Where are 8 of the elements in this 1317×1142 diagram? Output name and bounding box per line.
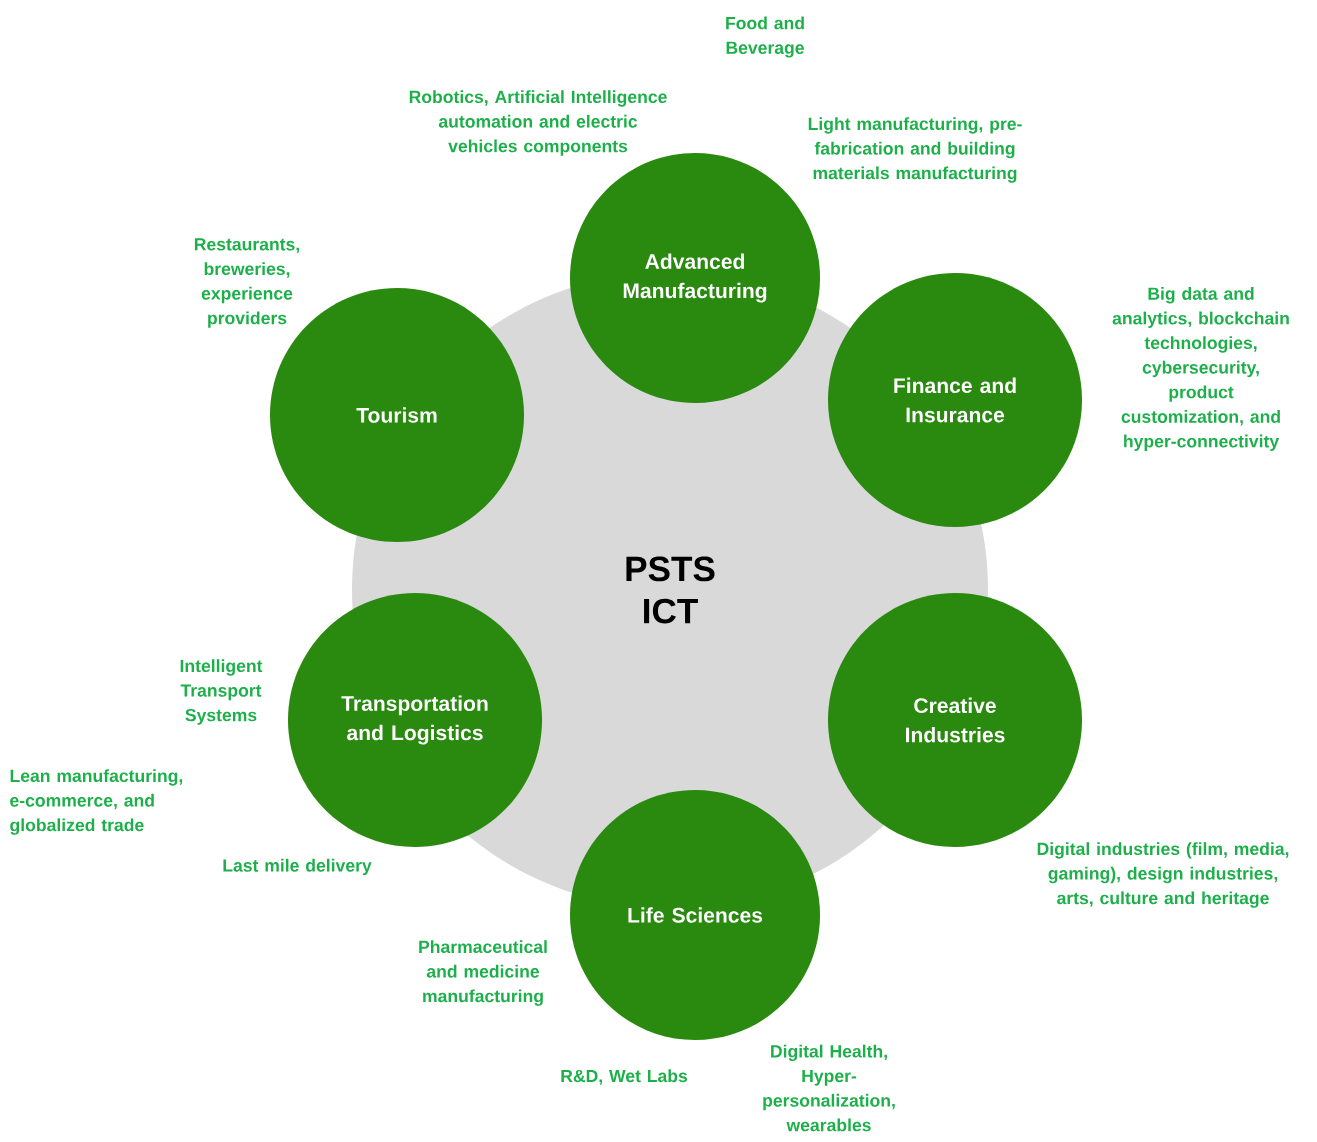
annotation-text: Digital Health, Hyper-personalization, wearables xyxy=(763,1044,895,1132)
annotation-text: Intelligent Transport Systems xyxy=(180,659,263,725)
annotation-text: R&D, Wet Labs xyxy=(561,1069,688,1085)
annotation-text: Big data and analytics, blockchain technologies, cybersecurity, product customization, and hyper-connectivity xyxy=(1112,287,1289,451)
annotation-text: Lean manufacturing, e-commerce, and globalized trade xyxy=(10,769,183,835)
annotation-text: Robotics, Artificial Intelligence automation and electric vehicles components xyxy=(409,90,667,156)
annotation-text: Pharmaceutical and medicine manufacturing xyxy=(419,940,547,1006)
annotation-text: Food and Beverage xyxy=(726,16,804,58)
